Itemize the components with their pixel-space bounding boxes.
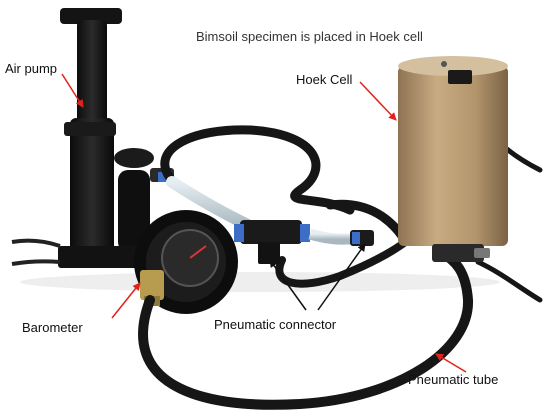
air-pump — [11, 8, 174, 268]
connector-arrow-left — [269, 259, 307, 311]
floor-shadow — [20, 272, 500, 292]
pneumatic-connector-device — [234, 220, 374, 264]
barometer-arrow — [111, 282, 141, 319]
hoek-cell-arrow — [359, 81, 397, 121]
photo-caption: Bimsoil specimen is placed in Hoek cell — [196, 29, 423, 44]
barometer-label: Barometer — [22, 320, 83, 335]
hoek-cell-label: Hoek Cell — [296, 72, 353, 87]
tube-arrow — [435, 353, 467, 373]
air-pump-label: Air pump — [5, 61, 58, 76]
annotation-arrows — [61, 73, 467, 373]
air-pump-arrow — [61, 73, 84, 108]
pneumatic-connector-label: Pneumatic connector — [214, 317, 337, 332]
pneumatic-tube-label: Pneumatic tube — [408, 372, 499, 387]
hoek-cell — [398, 56, 508, 262]
barometer — [134, 210, 238, 314]
connector-arrow-right — [317, 243, 366, 311]
